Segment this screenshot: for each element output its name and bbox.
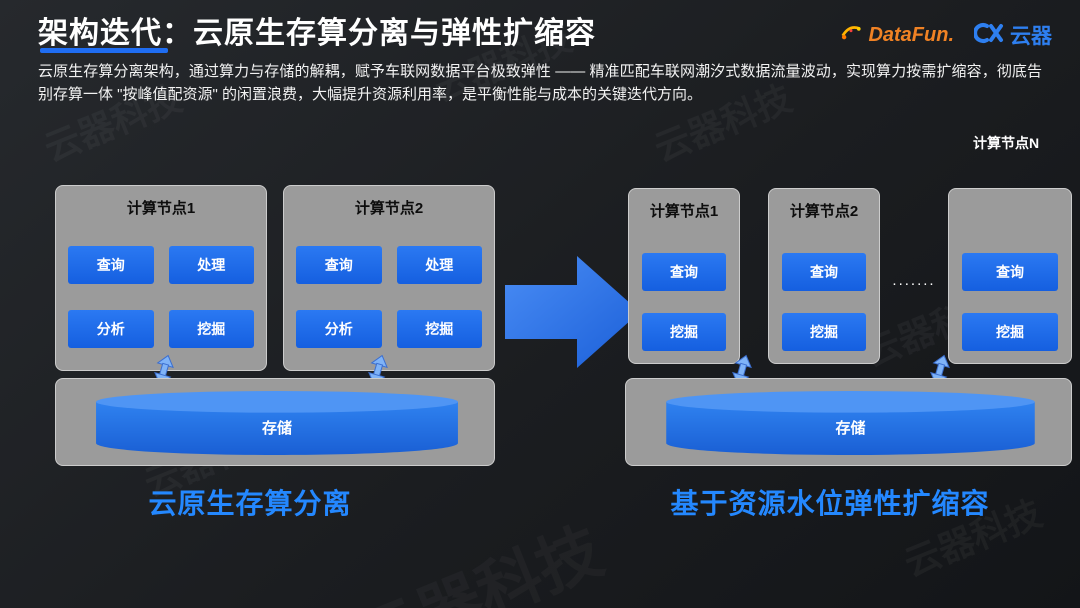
task-chip-query: 查询 <box>782 253 866 291</box>
compute-node-title: 计算节点2 <box>354 200 424 217</box>
task-chip-process: 处理 <box>396 246 482 284</box>
datafun-wordmark: DataFun. <box>868 23 954 46</box>
intro-paragraph: 云原生存算分离架构，通过算力与存储的解耦，赋予车联网数据平台极致弹性 —— 精准… <box>38 63 1042 104</box>
task-chip-query: 查询 <box>962 253 1058 291</box>
compute-node-box: 计算节点2 查询 挖掘 <box>768 188 880 364</box>
transition-arrow-icon <box>505 256 640 368</box>
task-chip-process: 处理 <box>168 246 254 284</box>
logo-row: DataFun. 云器 <box>840 20 1052 50</box>
yunqi-logo: 云器 <box>973 20 1052 50</box>
task-chip-mine: 挖掘 <box>782 313 866 351</box>
task-chip-mine: 挖掘 <box>962 313 1058 351</box>
datafun-logo: DataFun. <box>840 22 954 49</box>
compute-node-box: 查询 挖掘 <box>948 188 1072 364</box>
datafun-icon <box>840 22 862 49</box>
task-chip-query: 查询 <box>642 253 726 291</box>
task-chip-mine: 挖掘 <box>642 313 726 351</box>
task-grid: 查询 处理 分析 挖掘 <box>284 246 494 348</box>
task-chip-mine: 挖掘 <box>396 310 482 348</box>
storage-label: 存储 <box>261 420 292 437</box>
compute-node-box: 计算节点1 查询 挖掘 <box>628 188 740 364</box>
left-caption: 云原生存算分离 <box>148 488 352 519</box>
right-caption: 基于资源水位弹性扩缩容 <box>670 488 990 519</box>
compute-node-box: 计算节点2 查询 处理 分析 挖掘 <box>283 185 495 371</box>
compute-node-n-label: 计算节点N <box>973 135 1040 151</box>
ellipsis-dots: ....... <box>892 272 936 289</box>
yunqi-wordmark: 云器 <box>1010 25 1052 48</box>
compute-node-title: 计算节点1 <box>649 203 719 220</box>
title-underline <box>40 48 168 53</box>
storage-box: 存储 <box>55 378 495 466</box>
compute-node-title <box>949 202 1071 221</box>
yunqi-icon <box>973 22 1004 49</box>
page-title: 架构迭代：云原生存算分离与弹性扩缩容 <box>38 17 596 50</box>
task-chip-analyze: 分析 <box>296 310 382 348</box>
task-grid: 查询 处理 分析 挖掘 <box>56 246 266 348</box>
compute-node-title: 计算节点2 <box>789 203 859 220</box>
storage-cylinder: 存储 <box>86 390 468 455</box>
storage-box: 存储 <box>625 378 1072 466</box>
task-chip-query: 查询 <box>296 246 382 284</box>
compute-node-box: 计算节点1 查询 处理 分析 挖掘 <box>55 185 267 371</box>
task-column: 查询 挖掘 <box>769 253 879 351</box>
task-chip-analyze: 分析 <box>68 310 154 348</box>
storage-cylinder: 存储 <box>656 390 1045 455</box>
task-chip-query: 查询 <box>68 246 154 284</box>
task-column: 查询 挖掘 <box>629 253 739 351</box>
task-column: 查询 挖掘 <box>949 253 1071 351</box>
task-chip-mine: 挖掘 <box>168 310 254 348</box>
compute-node-title: 计算节点1 <box>126 200 196 217</box>
storage-label: 存储 <box>835 420 866 437</box>
